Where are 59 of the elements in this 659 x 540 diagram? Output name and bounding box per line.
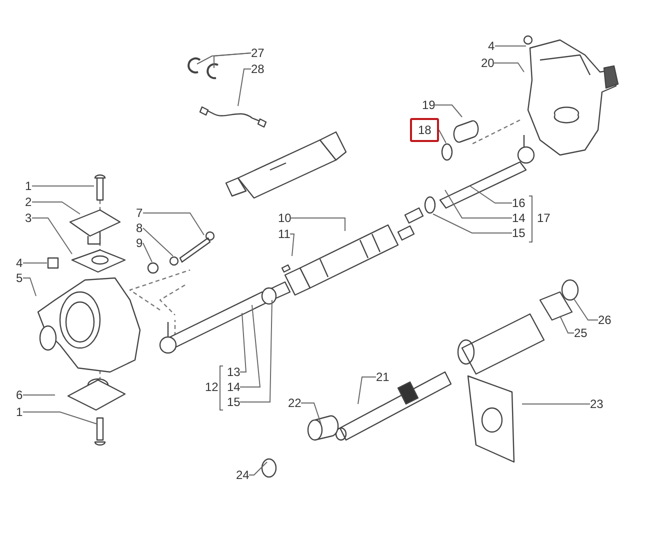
callout-number: 4	[488, 39, 495, 53]
callout-number: 3	[25, 211, 32, 225]
callout-number: 7	[136, 206, 143, 220]
leader-line	[574, 298, 598, 320]
callout-number: 22	[288, 396, 302, 410]
callout-number: 15	[227, 395, 240, 409]
leader-line	[22, 262, 48, 264]
leader-line	[560, 316, 574, 334]
leader-line	[290, 234, 295, 256]
callout-number: 19	[422, 98, 436, 112]
callout-number: 17	[537, 211, 550, 225]
leader-line	[240, 304, 261, 388]
leader-line	[470, 186, 512, 204]
leader-line	[494, 62, 524, 72]
leader-line	[142, 228, 174, 256]
callout-number: 20	[481, 56, 494, 70]
callout-number: 6	[16, 388, 23, 402]
callout-number: 1	[16, 405, 23, 419]
leader-line	[238, 68, 252, 106]
callout-number: 8	[136, 221, 143, 235]
callout-number: 1	[25, 179, 32, 193]
callout-number: 21	[376, 370, 390, 384]
leader-line	[432, 214, 512, 234]
callout-number: 13	[227, 365, 240, 379]
callout-number: 5	[16, 271, 23, 285]
leader-line	[142, 242, 152, 262]
callout-number: 2	[25, 195, 32, 209]
callout-number: 14	[512, 211, 526, 225]
callout-number: 27	[251, 46, 264, 60]
callout-number: 12	[205, 380, 218, 394]
callout-number: 9	[136, 236, 143, 250]
leader-line	[444, 190, 512, 218]
leader-line	[22, 394, 56, 396]
leader-line	[32, 218, 72, 254]
leader-line	[358, 376, 376, 404]
highlighted-callout-number: 18	[410, 118, 440, 142]
leader-line	[142, 212, 204, 236]
leader-line	[22, 278, 36, 296]
leader-line	[434, 104, 462, 118]
leader-line	[22, 412, 98, 424]
callout-number: 24	[236, 468, 250, 482]
callout-number: 14	[227, 380, 240, 394]
callout-number: 25	[574, 326, 588, 340]
callout-number: 4	[16, 256, 23, 270]
callout-number: 23	[590, 397, 604, 411]
leader-line	[248, 462, 268, 476]
leader-line	[300, 402, 322, 424]
leader-line	[290, 218, 346, 232]
leader-line	[438, 130, 446, 144]
leader-line	[32, 202, 80, 214]
callout-number: 16	[512, 196, 526, 210]
callout-number: 15	[512, 226, 526, 240]
leader-line	[240, 312, 247, 372]
callout-number: 10	[278, 211, 292, 225]
callout-number: 28	[251, 62, 264, 76]
callout-number: 26	[598, 313, 612, 327]
leader-line	[240, 300, 272, 402]
leader-line	[214, 52, 252, 68]
callout-number: 11	[278, 227, 290, 241]
